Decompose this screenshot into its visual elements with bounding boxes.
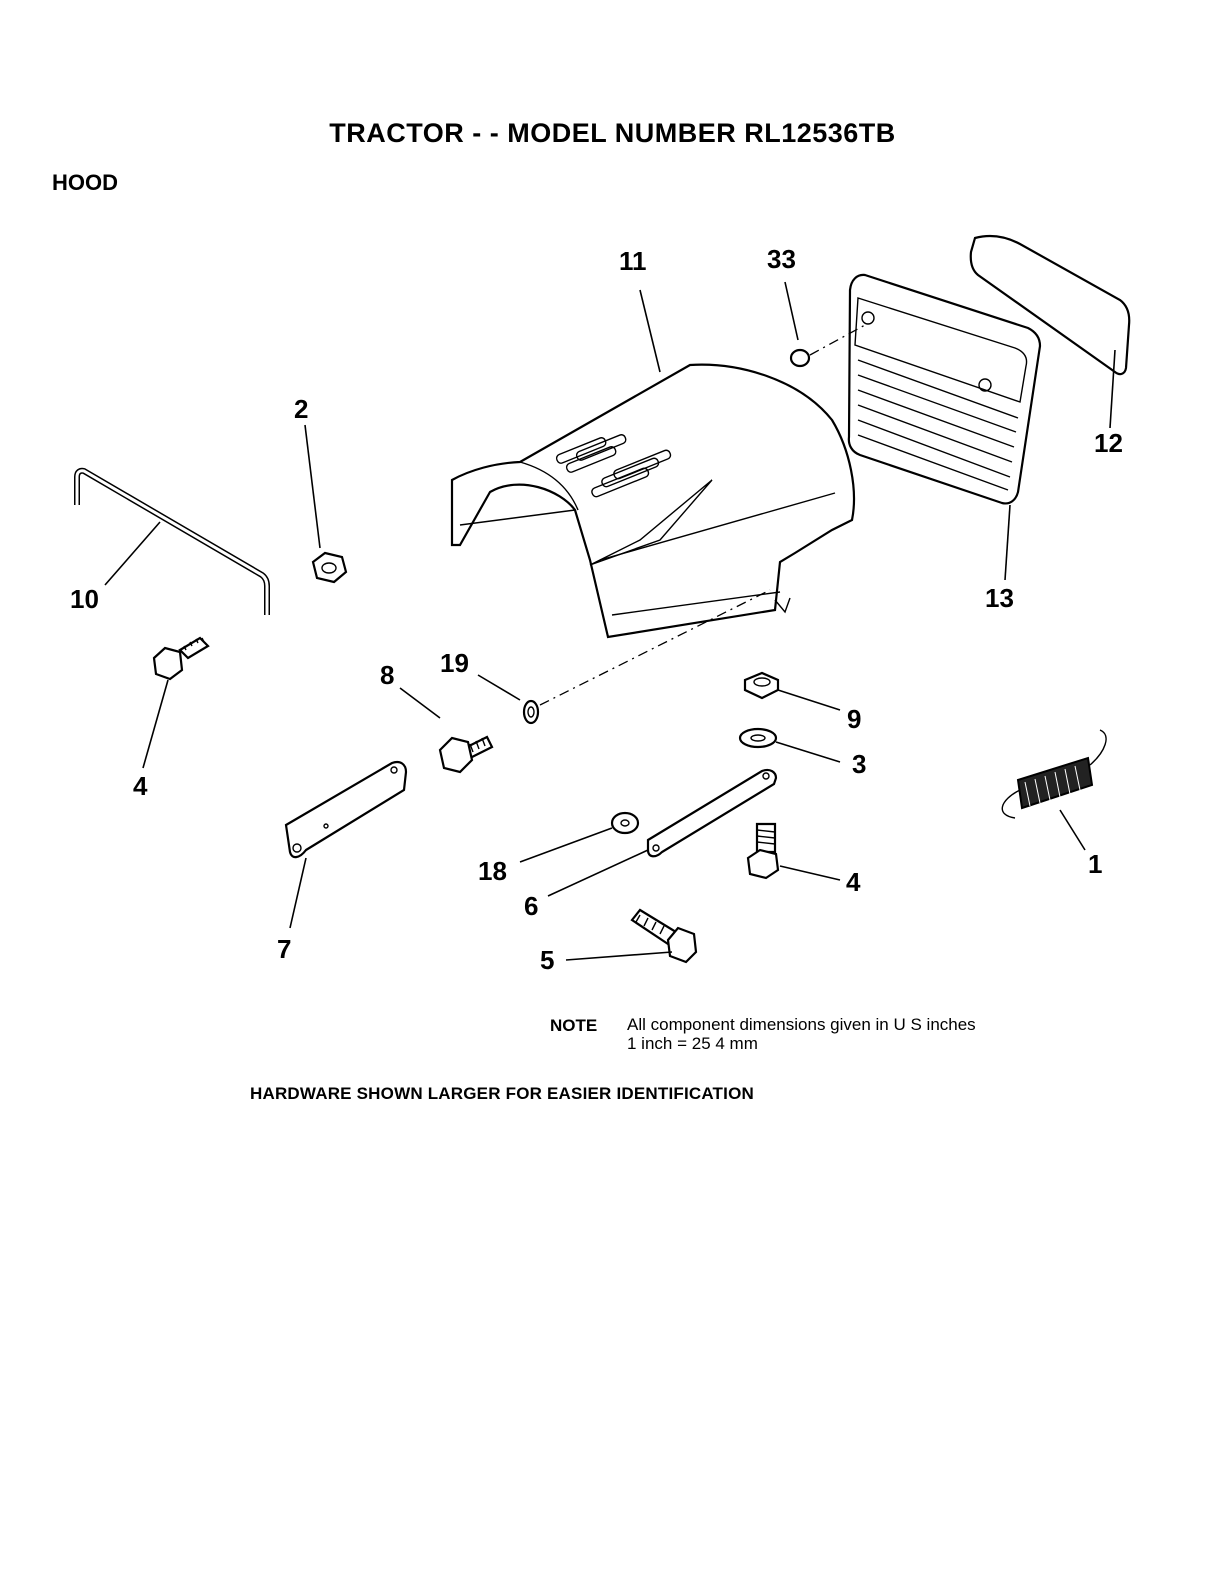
callout-6: 6: [524, 891, 538, 921]
note-line-2: 1 inch = 25 4 mm: [627, 1034, 976, 1053]
bolt-part-right: [748, 824, 778, 878]
bracket-part-7: [286, 762, 406, 857]
callout-13: 13: [985, 583, 1014, 613]
hardware-note: HARDWARE SHOWN LARGER FOR EASIER IDENTIF…: [250, 1084, 754, 1104]
note-text: All component dimensions given in U S in…: [627, 1015, 976, 1053]
washer-part-18: [612, 813, 638, 833]
callout-33: 33: [767, 244, 796, 274]
callout-12: 12: [1094, 428, 1123, 458]
callout-10: 10: [70, 584, 99, 614]
callout-5: 5: [540, 945, 554, 975]
callout-9: 9: [847, 704, 861, 734]
note-line-1: All component dimensions given in U S in…: [627, 1015, 976, 1034]
callout-7: 7: [277, 934, 291, 964]
hood-rod-part: [77, 471, 267, 615]
callout-3: 3: [852, 749, 866, 779]
spring-part: [1002, 730, 1106, 818]
callout-4-left: 4: [133, 771, 148, 801]
callout-19: 19: [440, 648, 469, 678]
plug-part: [791, 350, 809, 366]
washer-part-3: [740, 729, 776, 747]
nut-part-9: [745, 673, 778, 698]
callout-11: 11: [619, 246, 647, 276]
lock-washer-part: [524, 701, 538, 723]
hood-part: [452, 365, 854, 637]
grille-part: [849, 275, 1040, 504]
callout-1: 1: [1088, 849, 1102, 879]
note-label: NOTE: [550, 1016, 597, 1036]
bolt-part-8: [440, 737, 492, 772]
hex-nut-part: [313, 553, 346, 582]
callout-4-right: 4: [846, 867, 861, 897]
callout-8: 8: [380, 660, 394, 690]
callout-2: 2: [294, 394, 308, 424]
bolt-part-left: [154, 638, 208, 679]
callout-18: 18: [478, 856, 507, 886]
